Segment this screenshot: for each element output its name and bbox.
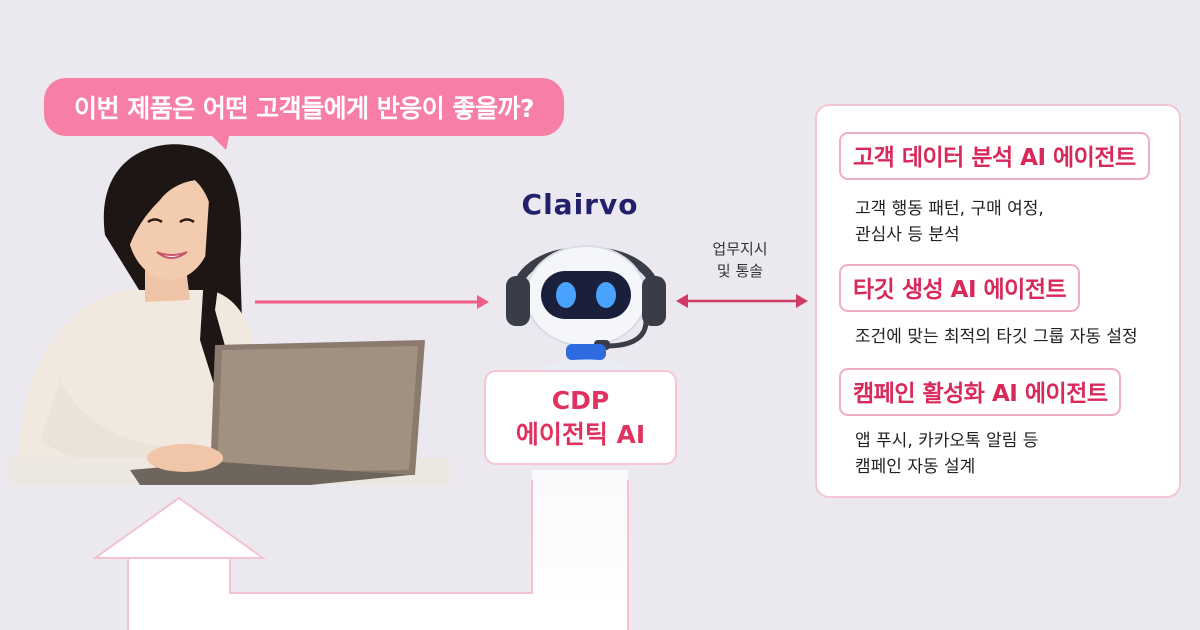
brand-logo: Clairvo	[521, 188, 639, 221]
speech-bubble: 이번 제품은 어떤 고객들에게 반응이 좋을까?	[44, 78, 564, 136]
agent-title-data-analysis: 고객 데이터 분석 AI 에이전트	[839, 132, 1150, 180]
woman-with-laptop-illustration	[10, 144, 450, 485]
command-label-line1: 업무지시	[712, 240, 768, 258]
speech-bubble-tail	[208, 132, 230, 150]
agent-desc-line: 관심사 등 분석	[855, 225, 960, 245]
ai-agents-panel: 고객 데이터 분석 AI 에이전트 고객 행동 패턴, 구매 여정, 관심사 등…	[815, 104, 1181, 498]
arrow-bidirectional	[676, 294, 808, 308]
command-label: 업무지시 및 통솔	[700, 238, 780, 282]
agent-desc-line: 고객 행동 패턴, 구매 여정,	[855, 199, 1044, 219]
speech-bubble-text: 이번 제품은 어떤 고객들에게 반응이 좋을까?	[73, 94, 535, 123]
robot-icon	[506, 245, 666, 376]
agent-desc-target-generation: 조건에 맞는 최적의 타깃 그룹 자동 설정	[855, 324, 1138, 350]
agent-desc-line: 캠페인 자동 설계	[855, 457, 976, 477]
cdp-agentic-ai-box: CDP 에이전틱 AI	[484, 370, 677, 465]
feedback-arrow	[91, 470, 629, 630]
agent-desc-campaign: 앱 푸시, 카카오톡 알림 등 캠페인 자동 설계	[855, 428, 1038, 480]
cdp-subtitle: 에이전틱 AI	[515, 419, 646, 449]
agent-title-target-generation: 타깃 생성 AI 에이전트	[839, 264, 1081, 312]
command-label-line2: 및 통솔	[716, 262, 764, 280]
cdp-label: CDP	[551, 385, 610, 415]
agent-desc-line: 앱 푸시, 카카오톡 알림 등	[855, 431, 1039, 451]
arrow-person-to-robot	[255, 295, 489, 309]
agent-desc-data-analysis: 고객 행동 패턴, 구매 여정, 관심사 등 분석	[855, 196, 1044, 248]
agent-desc-line: 조건에 맞는 최적의 타깃 그룹 자동 설정	[855, 327, 1138, 347]
agent-title-campaign: 캠페인 활성화 AI 에이전트	[839, 368, 1122, 416]
